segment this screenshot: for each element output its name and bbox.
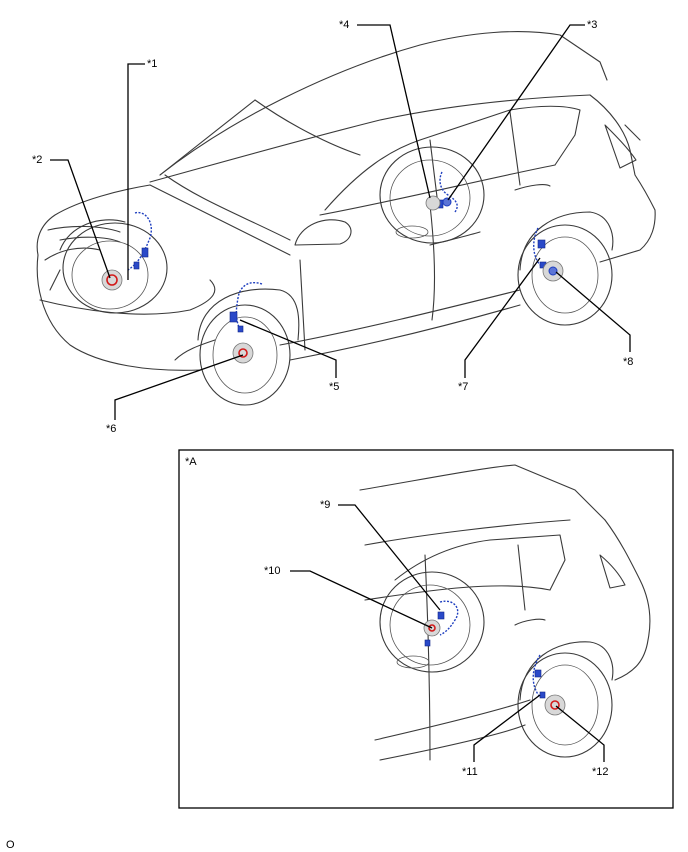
front-left-wheel xyxy=(59,219,168,314)
front-right-speed-sensor-harness xyxy=(229,281,263,333)
inset-leader-lines xyxy=(290,504,605,762)
rear-left-speed-sensor-harness xyxy=(425,171,458,213)
inset-label: *A xyxy=(185,456,197,468)
inset-vehicle-outline xyxy=(359,464,651,761)
callout-4: *4 xyxy=(339,19,349,31)
leader-lines xyxy=(50,24,631,420)
inset-rear-left-wheel xyxy=(379,571,485,673)
rear-left-wheel xyxy=(379,146,485,244)
rear-right-speed-sensor-harness xyxy=(533,227,547,269)
front-left-speed-sensor-harness xyxy=(127,211,152,271)
vehicle-body-outline xyxy=(36,31,656,371)
callout-12: *12 xyxy=(592,766,609,778)
front-left-sensor-rotor xyxy=(101,269,123,291)
front-right-sensor-rotor xyxy=(232,342,254,364)
callout-8: *8 xyxy=(623,356,633,368)
callout-11: *11 xyxy=(462,766,478,778)
rear-right-wheel xyxy=(517,211,614,326)
callout-9: *9 xyxy=(320,499,330,511)
callout-1: *1 xyxy=(147,58,157,70)
front-right-wheel xyxy=(197,288,300,406)
footer-code: O xyxy=(6,839,15,851)
callout-3: *3 xyxy=(587,19,597,31)
rear-right-sensor-rotor xyxy=(542,260,564,282)
callout-5: *5 xyxy=(329,381,339,393)
callout-7: *7 xyxy=(458,381,468,393)
inset-rear-right-sensor-harness xyxy=(532,654,566,716)
callout-6: *6 xyxy=(106,423,116,435)
inset-frame xyxy=(178,449,674,809)
callout-10: *10 xyxy=(264,565,281,577)
callout-2: *2 xyxy=(32,154,42,166)
inset-rear-left-sensor-harness xyxy=(423,600,459,647)
inset-rear-right-wheel xyxy=(517,641,614,758)
